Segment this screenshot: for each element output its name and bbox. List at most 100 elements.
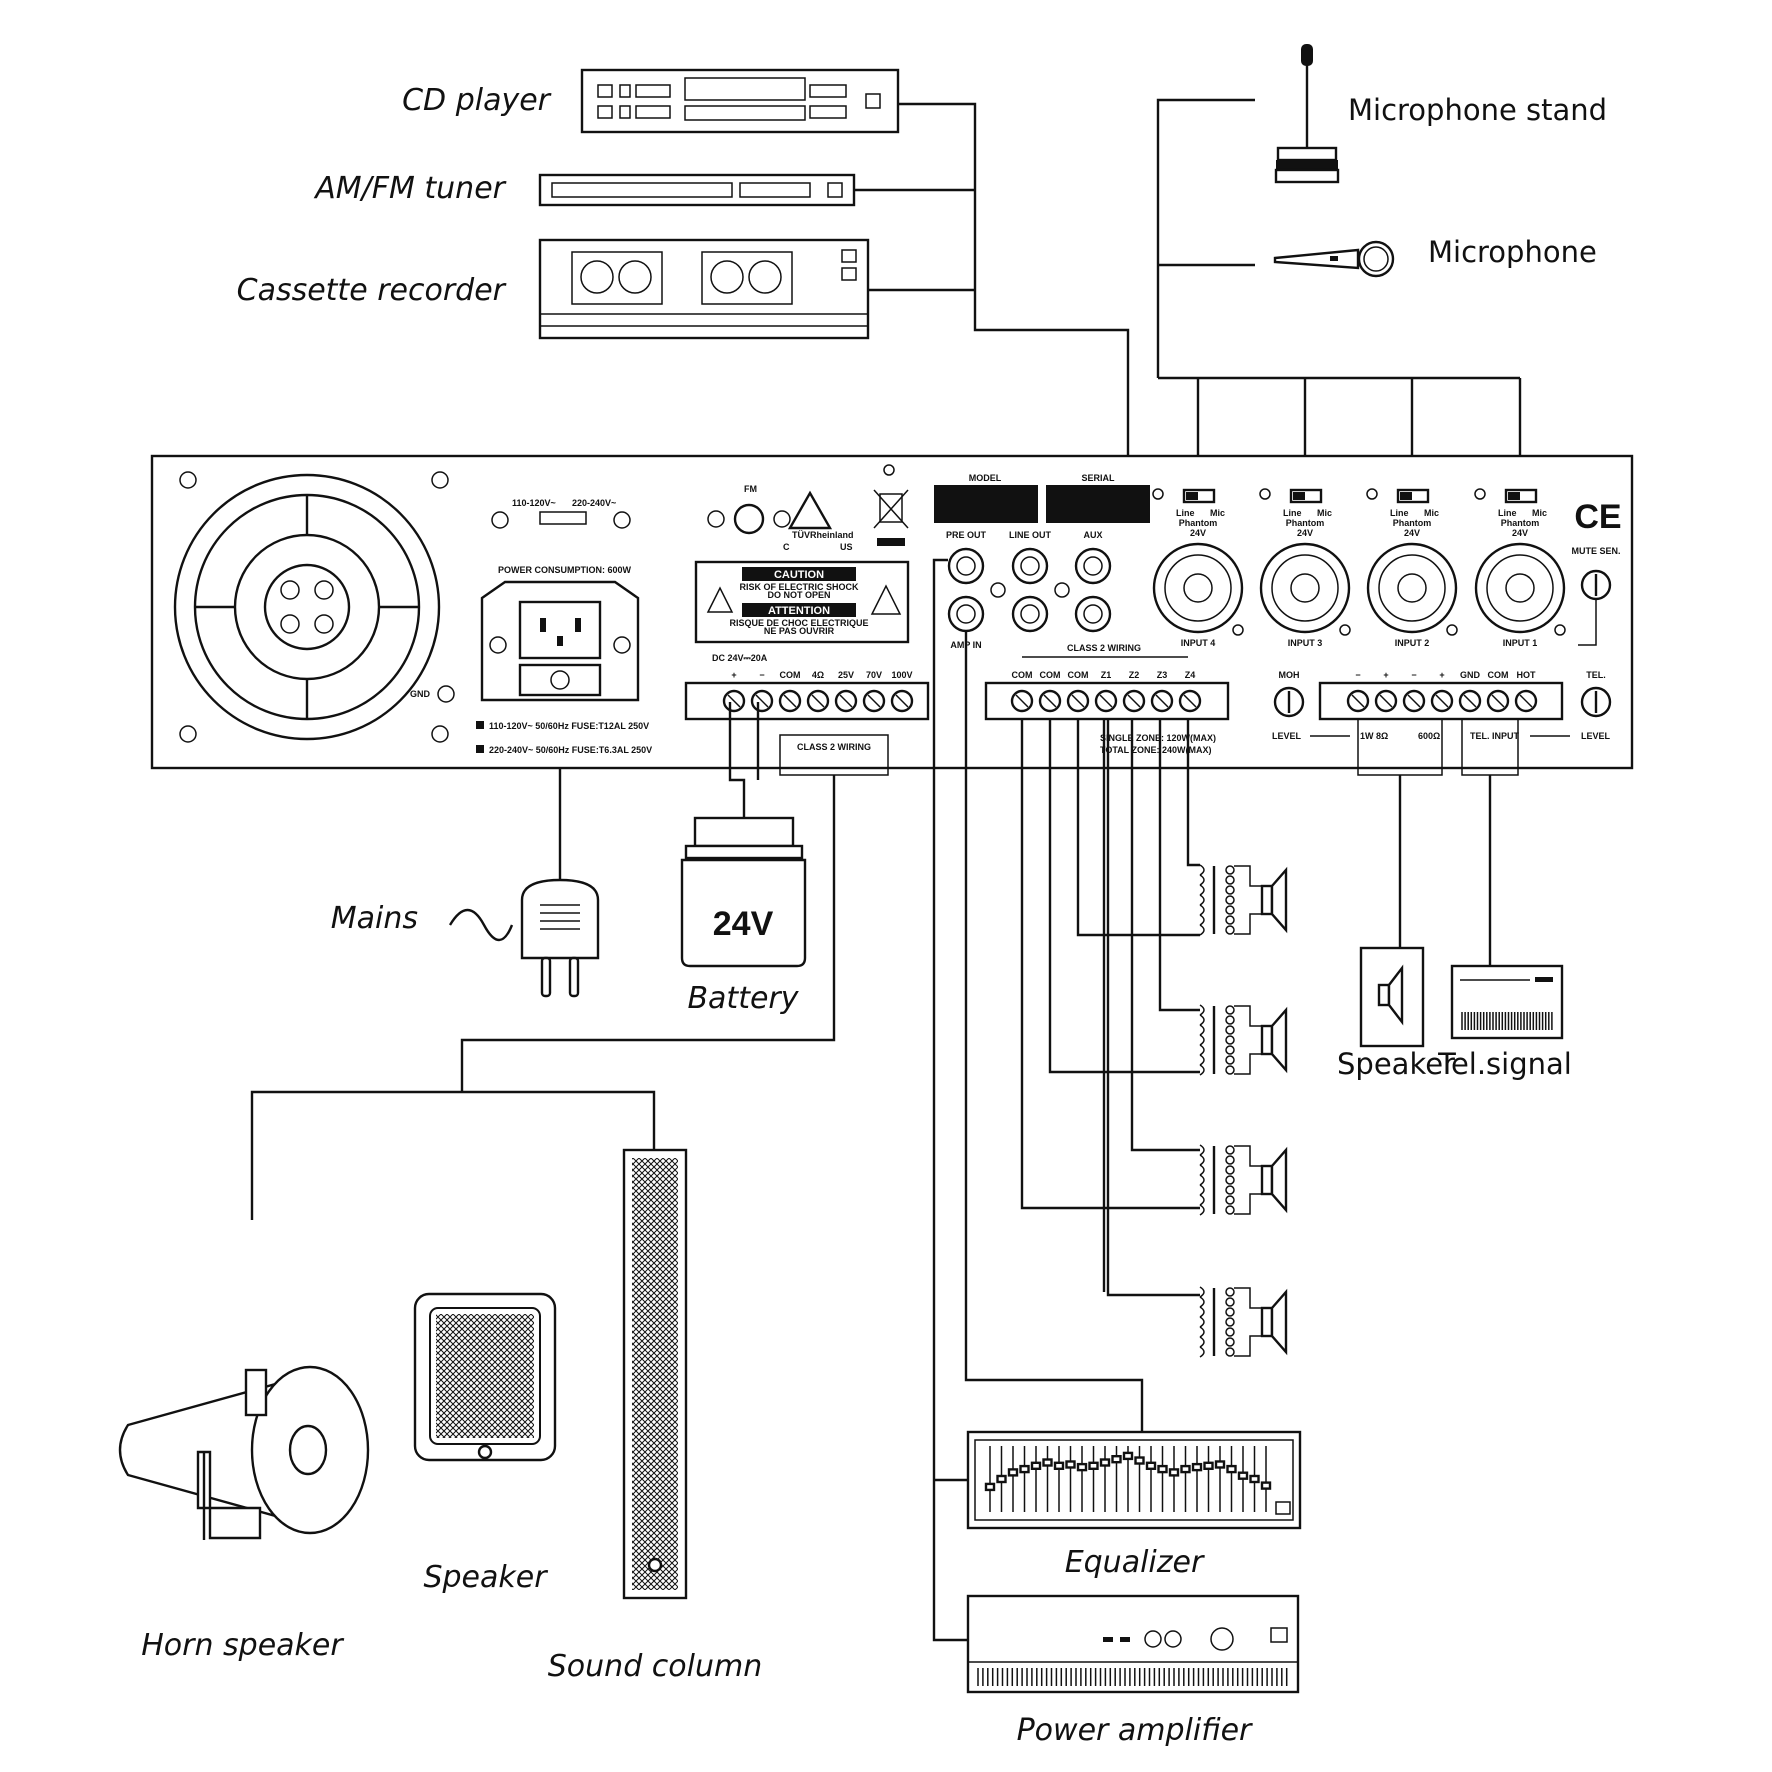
eq-slider-21[interactable]: [1226, 1464, 1237, 1474]
xlr-combo-jack-2[interactable]: [1366, 542, 1458, 634]
transformer-tap-0-1: [1225, 875, 1235, 885]
transformer-tap-1-1: [1225, 1015, 1235, 1025]
transformer-tap-3-0: [1225, 1287, 1235, 1297]
eq-slider-13[interactable]: [1134, 1456, 1145, 1465]
aux-jack-1[interactable]: [1074, 547, 1112, 585]
mic-label-1: Mic: [1317, 508, 1332, 518]
transformer-tap-0-2: [1225, 885, 1235, 895]
dc-terminal-label-1: −: [759, 670, 764, 680]
dc-terminal-screw-slot-3: [811, 694, 825, 708]
transformer-coil-0-6: [1199, 924, 1205, 936]
eq-slider-8[interactable]: [1076, 1462, 1088, 1472]
phantom-switch-knob-1: [1293, 492, 1305, 500]
eq-slider-23[interactable]: [1249, 1474, 1260, 1484]
tuner-label: AM/FM tuner: [313, 171, 506, 206]
transformer-coil-0-3: [1199, 894, 1205, 906]
speaker-lead-a-3: [1234, 1287, 1262, 1309]
line-out-jack-2[interactable]: [1011, 595, 1049, 633]
input-label-1: INPUT 3: [1288, 638, 1323, 648]
eq-slider-6[interactable]: [1053, 1461, 1065, 1471]
transformer-tap-1-6: [1225, 1065, 1235, 1075]
battery-icon: [680, 816, 807, 968]
eq-slider-4[interactable]: [1030, 1461, 1042, 1471]
eq-slider-10[interactable]: [1099, 1458, 1111, 1467]
zone-terminal-label-1: COM: [1040, 670, 1061, 680]
microphone-stand-label: Microphone stand: [1348, 93, 1607, 127]
input-screw-b-3: [1554, 624, 1566, 636]
pre-out-jack[interactable]: [947, 547, 985, 585]
gnd-label: GND: [410, 689, 431, 699]
eq-slider-17[interactable]: [1180, 1464, 1191, 1474]
caution-title: CAUTION: [774, 569, 824, 581]
eq-slider-19[interactable]: [1203, 1461, 1214, 1471]
eq-slider-22[interactable]: [1237, 1471, 1249, 1480]
eq-slider-2[interactable]: [1007, 1468, 1019, 1477]
input-label-2: INPUT 2: [1395, 638, 1430, 648]
xlr-center-3: [1505, 573, 1535, 603]
zone-terminal-screw-slot-1: [1043, 694, 1057, 708]
eq-slider-16[interactable]: [1168, 1468, 1180, 1477]
eq-slider-24[interactable]: [1260, 1481, 1272, 1490]
fm-antenna-jack[interactable]: [733, 503, 765, 535]
dc-terminal-screw-slot-0: [727, 694, 741, 708]
cooling-fan-icon: [173, 473, 441, 741]
aux-label: AUX: [1083, 530, 1102, 540]
xlr-center-2: [1397, 573, 1427, 603]
phantom-voltage-label-2: 24V: [1404, 528, 1420, 538]
xlr-combo-jack-0[interactable]: [1152, 542, 1244, 634]
right-terminal-screw-slot-0: [1351, 694, 1365, 708]
transformer-coil-1-4: [1199, 1044, 1205, 1056]
eq-slider-9[interactable]: [1088, 1461, 1099, 1471]
transformer-tap-0-4: [1225, 905, 1235, 915]
phantom-voltage-label-0: 24V: [1190, 528, 1206, 538]
transformer-tap-2-2: [1225, 1165, 1235, 1175]
xlr-combo-jack-3[interactable]: [1474, 542, 1566, 634]
cassette-label: Cassette recorder: [237, 273, 507, 308]
right-terminal-label-2: −: [1411, 670, 1416, 680]
eq-slider-18[interactable]: [1191, 1462, 1203, 1472]
xlr-inner-ring-3: [1486, 554, 1554, 622]
zone-speaker-wiring: [1020, 719, 1200, 1297]
speaker-magnet-0: [1260, 884, 1274, 916]
transformer-coil-1-2: [1199, 1024, 1205, 1036]
equalizer-sliders: [984, 1446, 1272, 1512]
eq-slider-20[interactable]: [1214, 1460, 1226, 1469]
eq-slider-3[interactable]: [1019, 1464, 1030, 1474]
transformer-coil-2-5: [1199, 1194, 1205, 1206]
eq-slider-7[interactable]: [1065, 1460, 1076, 1469]
transformer-tap-1-3: [1225, 1035, 1235, 1045]
input-screw-b-2: [1446, 624, 1458, 636]
dc-terminal-label-4: 25V: [838, 670, 854, 680]
phantom-switch-knob-0: [1186, 492, 1198, 500]
tel-input-label: TEL. INPUT: [1470, 731, 1520, 741]
right-terminal-label-0: −: [1355, 670, 1360, 680]
amp-in-jack[interactable]: [947, 595, 985, 633]
line-out-jack[interactable]: [1011, 547, 1049, 585]
fuse-2-label: 220-240V~ 50/60Hz FUSE:T6.3AL 250V: [489, 745, 652, 755]
sound-column-icon: [622, 1148, 688, 1600]
aux-jack-2[interactable]: [1074, 595, 1112, 633]
voltage-selector-switch[interactable]: [539, 511, 587, 525]
speaker-magnet-3: [1260, 1306, 1274, 1338]
voltage-110-label: 110-120V~: [512, 498, 556, 508]
dc-terminal-label-2: COM: [780, 670, 801, 680]
level-left-label: LEVEL: [1272, 731, 1302, 741]
phantom-label-2: Phantom: [1393, 518, 1432, 528]
eq-slider-15[interactable]: [1157, 1464, 1168, 1474]
speaker-magnet-2: [1260, 1164, 1274, 1196]
zone-speakers: [1199, 864, 1288, 1358]
transformer-coil-3-0: [1199, 1286, 1205, 1298]
eq-slider-5[interactable]: [1042, 1458, 1053, 1467]
eq-slider-14[interactable]: [1145, 1461, 1157, 1471]
transformer-coil-1-6: [1199, 1064, 1205, 1076]
fm-label: FM: [744, 484, 757, 494]
xlr-combo-jack-1[interactable]: [1259, 542, 1351, 634]
dc-terminal-label-6: 100V: [891, 670, 912, 680]
weee-bin-icon: [873, 489, 909, 546]
eq-slider-1[interactable]: [996, 1474, 1007, 1484]
model-serial-plate: MODEL SERIAL: [934, 473, 1150, 523]
eq-slider-0[interactable]: [984, 1482, 996, 1492]
eq-slider-11[interactable]: [1111, 1454, 1122, 1464]
eq-slider-12[interactable]: [1122, 1451, 1134, 1461]
